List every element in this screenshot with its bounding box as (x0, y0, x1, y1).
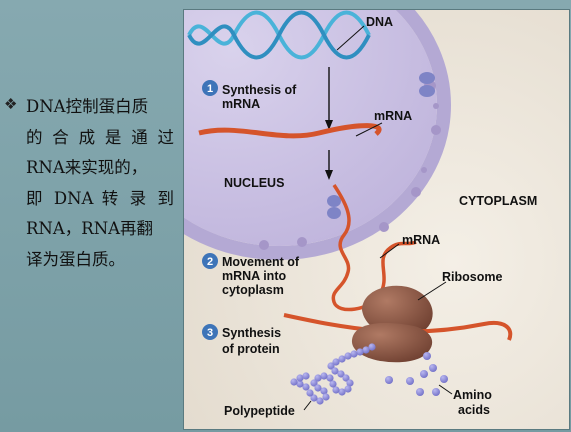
mrna-strand-cytoplasm (331, 184, 417, 312)
step-1-title-line1: Synthesis of (222, 83, 297, 97)
mrna-label-mid: mRNA (402, 233, 440, 247)
cytoplasm-label: CYTOPLASM (459, 194, 537, 208)
free-amino-acids (385, 352, 448, 396)
gene-expression-figure: DNA 1 Synthesis of mRNA mRNA NUCLEUS CYT… (183, 9, 570, 430)
step-2-title-line1: Movement of (222, 255, 300, 269)
mrna-label-top: mRNA (374, 109, 412, 123)
text-line: DNA控制蛋白质 (26, 97, 149, 116)
amino-acids-label-line2: acids (458, 403, 490, 417)
step-2-title-line3: cytoplasm (222, 283, 284, 297)
step-2-title-line2: mRNA into (222, 269, 286, 283)
step-3-number: 3 (207, 327, 213, 339)
amino-acids-leader-line (438, 384, 453, 395)
arrow-head-icon (325, 120, 333, 130)
step-1-title-line2: mRNA (222, 97, 260, 111)
exit-nuclear-pore (327, 195, 341, 219)
step-2-number: 2 (207, 256, 213, 268)
text-line: RNA来实现的， (26, 158, 148, 177)
ribosome-leader-line (417, 281, 447, 301)
nucleus-region (184, 10, 437, 246)
text-line: 译为蛋白质。 (26, 249, 125, 269)
step-3-title-line2: of protein (222, 342, 280, 356)
nucleus-label: NUCLEUS (224, 176, 284, 190)
nuclear-pore-complex (419, 72, 435, 97)
ribosome-small-subunit (351, 322, 433, 363)
polypeptide-leader-line (303, 400, 312, 411)
step-2-badge (202, 253, 218, 269)
step-3-badge (202, 324, 218, 340)
amino-acids-label-line1: Amino (453, 388, 492, 402)
arrow-head-icon (325, 170, 333, 180)
bullet-paragraph: DNA控制蛋白质 的 合 成 是 通 过 RNA来实现的， 即 DNA 转 录 … (26, 92, 174, 275)
text-line: RNA，RNA再翻 (26, 219, 154, 238)
nuclear-envelope (184, 10, 451, 260)
ribosome-label: Ribosome (442, 270, 502, 284)
dna-double-helix (187, 10, 371, 60)
gene-expression-diagram: DNA 1 Synthesis of mRNA mRNA NUCLEUS CYT… (184, 10, 569, 429)
mrna-mid-leader-line (379, 243, 400, 259)
diamond-bullet-icon: ❖ (4, 95, 18, 113)
mrna-leader-line (355, 122, 383, 137)
dna-leader-line (336, 25, 365, 51)
step-3-title-line1: Synthesis (222, 326, 281, 340)
mrna-strand-translation (283, 313, 513, 341)
dna-label: DNA (366, 15, 393, 29)
step-1-number: 1 (207, 83, 213, 95)
polypeptide-label: Polypeptide (224, 404, 295, 418)
step-1-badge (202, 80, 218, 96)
polypeptide-chain (290, 343, 376, 405)
text-line: 的 合 成 是 通 过 (26, 127, 174, 147)
text-line: 即 DNA 转 录 到 (26, 188, 174, 208)
